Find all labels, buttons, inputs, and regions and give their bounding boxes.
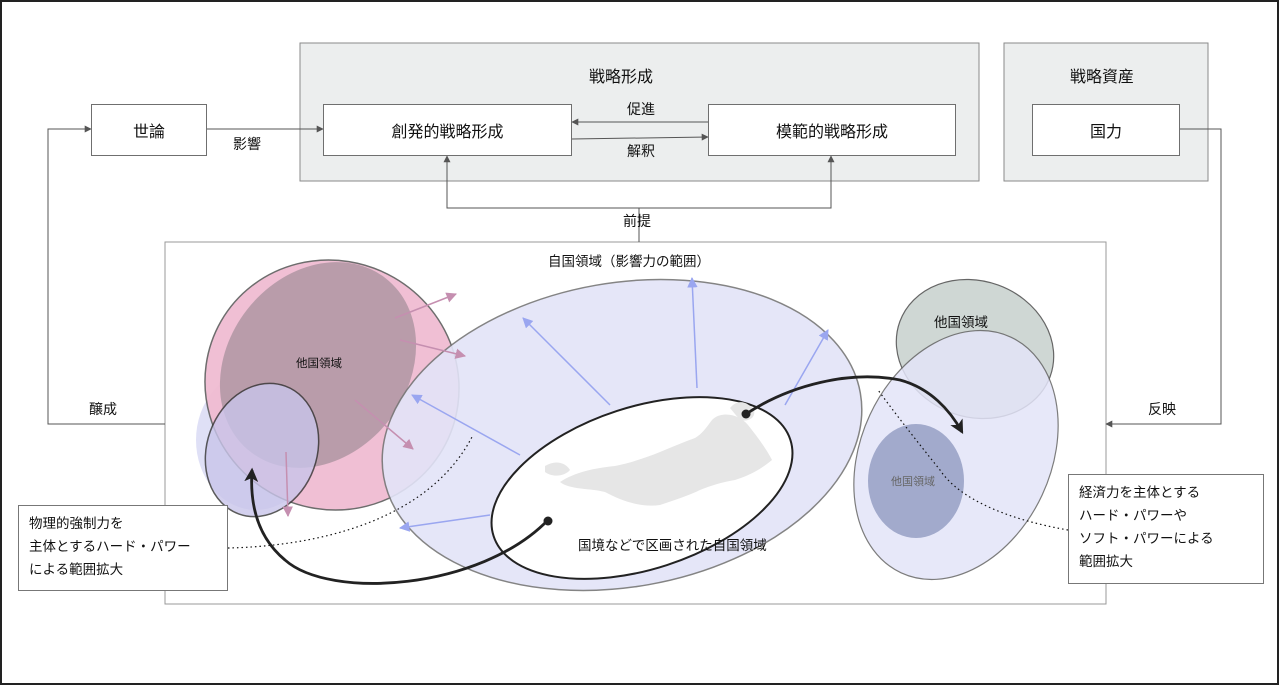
interpret-arrow [571, 133, 709, 141]
major-expansion-arrows [244, 375, 964, 585]
foster-label: 醸成 [89, 402, 117, 418]
emergent-strategy-box: 創発的戦略形成 [323, 104, 572, 156]
soft-power-expansion-arrow [745, 375, 964, 435]
own-domain-title: 自国領域（影響力の範囲） [548, 254, 710, 270]
strategic-assets-title: 戦略資産 [1070, 67, 1135, 86]
premise-arrow-right [639, 155, 835, 209]
soft-power-note-line-4: 範囲拡大 [1079, 554, 1133, 570]
hard-power-note-line-1: 物理的強制力を [29, 516, 124, 532]
connector-lines [47, 118, 1222, 428]
hard-power-note: 物理的強制力を 主体とするハード・パワー による範囲拡大 [18, 505, 228, 591]
reflect-arrow [1105, 128, 1222, 428]
right-other-domain-inner [868, 424, 964, 538]
premise-label: 前提 [623, 214, 651, 230]
right-other-domain-inner-label: 他国領域 [891, 475, 935, 488]
foster-arrow [47, 125, 165, 425]
soft-power-note-line-1: 経済力を主体とする [1079, 485, 1201, 501]
premise-arrow-left [443, 155, 640, 242]
hard-power-origin-dot [543, 516, 553, 526]
national-power-box: 国力 [1032, 104, 1180, 156]
influence-label: 影響 [233, 137, 261, 153]
soft-power-note: 経済力を主体とする ハード・パワーや ソフト・パワーによる 範囲拡大 [1068, 474, 1264, 584]
japan-map [545, 402, 772, 506]
national-border-label: 国境などで区画された自国領域 [578, 538, 767, 554]
public-opinion-box: 世論 [91, 104, 207, 156]
blue-expansion-arrows [398, 276, 829, 532]
strategy-formation-title: 戦略形成 [589, 67, 654, 86]
hard-power-note-line-3: による範囲拡大 [29, 562, 124, 578]
reflect-label: 反映 [1148, 402, 1176, 418]
hard-power-expansion-arrow [244, 467, 550, 585]
right-other-domain-top-label: 他国領域 [934, 315, 988, 331]
left-other-domain-label: 他国領域 [296, 356, 342, 370]
interpret-label: 解釈 [627, 144, 655, 160]
pink-expansion-arrows [282, 292, 467, 518]
soft-power-note-line-2: ハード・パワーや [1079, 508, 1187, 524]
soft-power-note-line-3: ソフト・パワーによる [1079, 531, 1214, 547]
soft-power-origin-dot [741, 409, 751, 419]
left-expansion-ellipse [204, 382, 320, 518]
normative-strategy-box: 模範的戦略形成 [708, 104, 956, 156]
callout-lines [227, 389, 1069, 549]
hard-power-note-line-2: 主体とするハード・パワー [29, 539, 191, 555]
promote-label: 促進 [627, 102, 655, 118]
